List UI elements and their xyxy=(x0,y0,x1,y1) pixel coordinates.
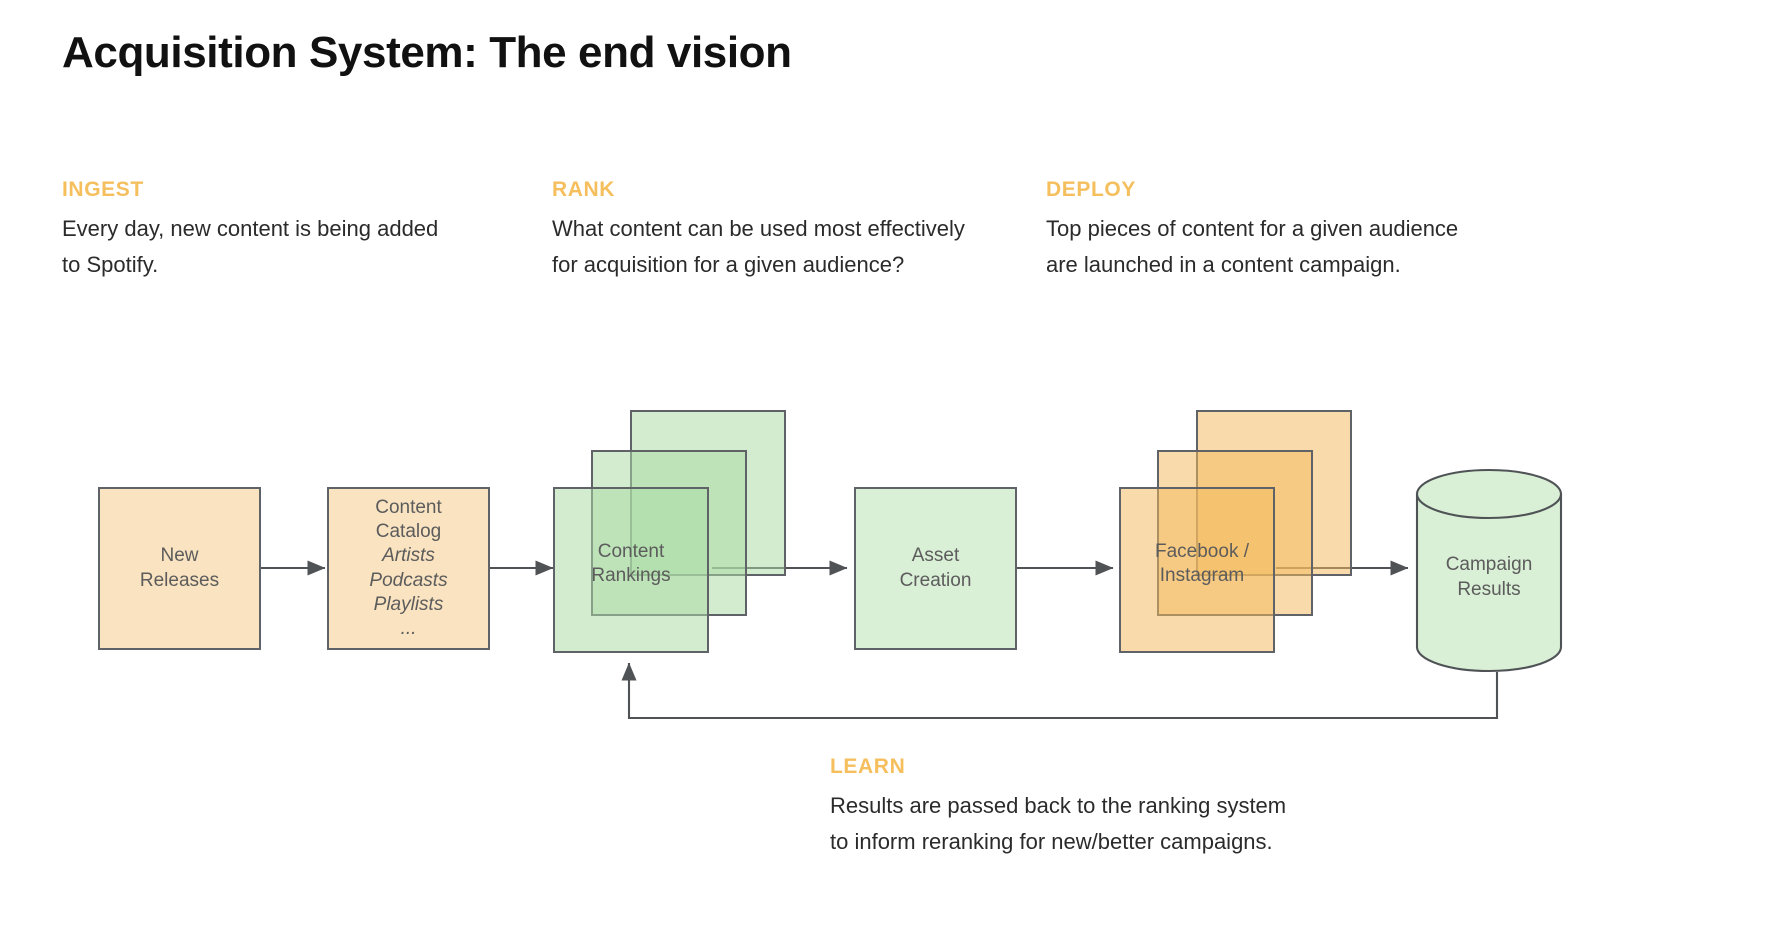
catalog-item-artists: Artists xyxy=(382,545,435,567)
catalog-title-line-2: Catalog xyxy=(375,520,442,542)
catalog-item-playlists: Playlists xyxy=(373,593,444,615)
callout-learn-heading: LEARN xyxy=(830,755,906,778)
catalog-item-podcasts: Podcasts xyxy=(369,569,448,591)
node-social-channels-label: Facebook / Instagram xyxy=(1155,541,1249,587)
callout-deploy: DEPLOY Top pieces of content for a given… xyxy=(1046,178,1486,284)
callout-ingest-body: Every day, new content is being added to… xyxy=(62,216,439,278)
callout-learn-body: Results are passed back to the ranking s… xyxy=(830,793,1287,855)
catalog-title-line-1: Content xyxy=(375,496,442,518)
callout-rank-heading: RANK xyxy=(552,178,616,201)
node-content-rankings-label: Content Rankings xyxy=(591,541,671,587)
callout-ingest: INGEST Every day, new content is being a… xyxy=(62,178,462,284)
callout-deploy-heading: DEPLOY xyxy=(1046,178,1136,201)
node-campaign-results[interactable]: Campaign Results xyxy=(1415,468,1563,673)
node-new-releases-label: New Releases xyxy=(139,545,220,591)
content-rankings-card-front xyxy=(553,487,709,653)
callout-rank: RANK What content can be used most effec… xyxy=(552,178,992,284)
callout-ingest-heading: INGEST xyxy=(62,178,144,201)
node-content-catalog[interactable]: Content Catalog Artists Podcasts Playlis… xyxy=(327,487,490,650)
catalog-item-ellipsis: ... xyxy=(400,618,417,640)
callout-deploy-body: Top pieces of content for a given audien… xyxy=(1046,216,1459,278)
node-social-channels[interactable]: Facebook / Instagram xyxy=(1119,410,1352,653)
node-content-rankings[interactable]: Content Rankings xyxy=(553,410,786,653)
node-campaign-results-label: Campaign Results xyxy=(1445,554,1533,600)
node-asset-creation-label: Asset Creation xyxy=(899,545,972,591)
page-title: Acquisition System: The end vision xyxy=(62,28,792,77)
edge-feedback-loop xyxy=(621,662,1499,720)
cylinder-shape xyxy=(1415,468,1563,673)
social-channels-card-front xyxy=(1119,487,1275,653)
callout-learn: LEARN Results are passed back to the ran… xyxy=(830,755,1310,861)
callout-rank-body: What content can be used most effectivel… xyxy=(552,216,965,278)
node-content-catalog-label: Content Catalog Artists Podcasts Playlis… xyxy=(363,496,453,642)
node-asset-creation[interactable]: Asset Creation xyxy=(854,487,1017,650)
node-new-releases[interactable]: New Releases xyxy=(98,487,261,650)
